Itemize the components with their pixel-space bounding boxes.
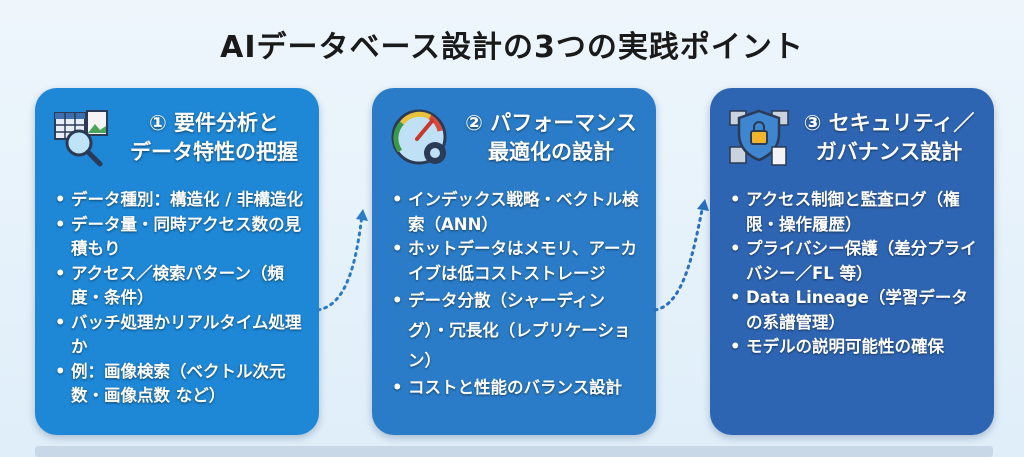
- card-heading-line1: ③ セキュリティ／: [803, 111, 975, 135]
- list-item: コストと性能のバランス設計: [390, 376, 642, 401]
- list-item: アクセス制御と監査ログ（権限・操作履歴）: [728, 188, 980, 237]
- list-item: データ量・同時アクセス数の見積もり: [53, 213, 305, 262]
- shield-lock-icon: [729, 109, 789, 166]
- page-title: AIデータベース設計の3つの実践ポイント: [220, 30, 804, 65]
- list-item: データ種別：構造化 / 非構造化: [53, 188, 305, 213]
- list-item: ホットデータはメモリ、アーカイブは低コストストレージ: [390, 237, 642, 286]
- card-heading-line1: ② パフォーマンス: [465, 111, 637, 135]
- list-item: プライバシー保護（差分プライバシー／FL 等）: [728, 237, 980, 286]
- list-item: モデルの説明可能性の確保: [728, 335, 980, 360]
- list-item: Data Lineage（学習データの系譜管理）: [728, 286, 980, 335]
- list-item: データ分散（シャーディング）・冗長化（レプリケーション）: [390, 286, 642, 376]
- list-item: アクセス／検索パターン（頻度・条件）: [53, 262, 305, 311]
- list-item: バッチ処理かリアルタイム処理か: [53, 311, 305, 360]
- card-security: ③ セキュリティ／ ガバナンス設計 アクセス制御と監査ログ（権限・操作履歴） プラ…: [710, 88, 994, 435]
- list-item: 例：画像検索（ベクトル次元数・画像点数 など）: [53, 360, 305, 409]
- gauge-gear-icon: [391, 109, 447, 165]
- dotted-arrow-2: [653, 199, 709, 312]
- card-heading-line2: データ特性の把握: [130, 140, 298, 164]
- card-heading-line2: ガバナンス設計: [815, 140, 963, 164]
- card-heading-line1: ① 要件分析と: [148, 111, 280, 135]
- card-heading-line2: 最適化の設計: [488, 140, 614, 164]
- list-item: インデックス戦略・ベクトル検索（ANN）: [390, 188, 642, 237]
- dotted-arrow-1: [316, 209, 368, 312]
- footer-bar: [35, 446, 993, 457]
- table-search-icon: [54, 110, 108, 167]
